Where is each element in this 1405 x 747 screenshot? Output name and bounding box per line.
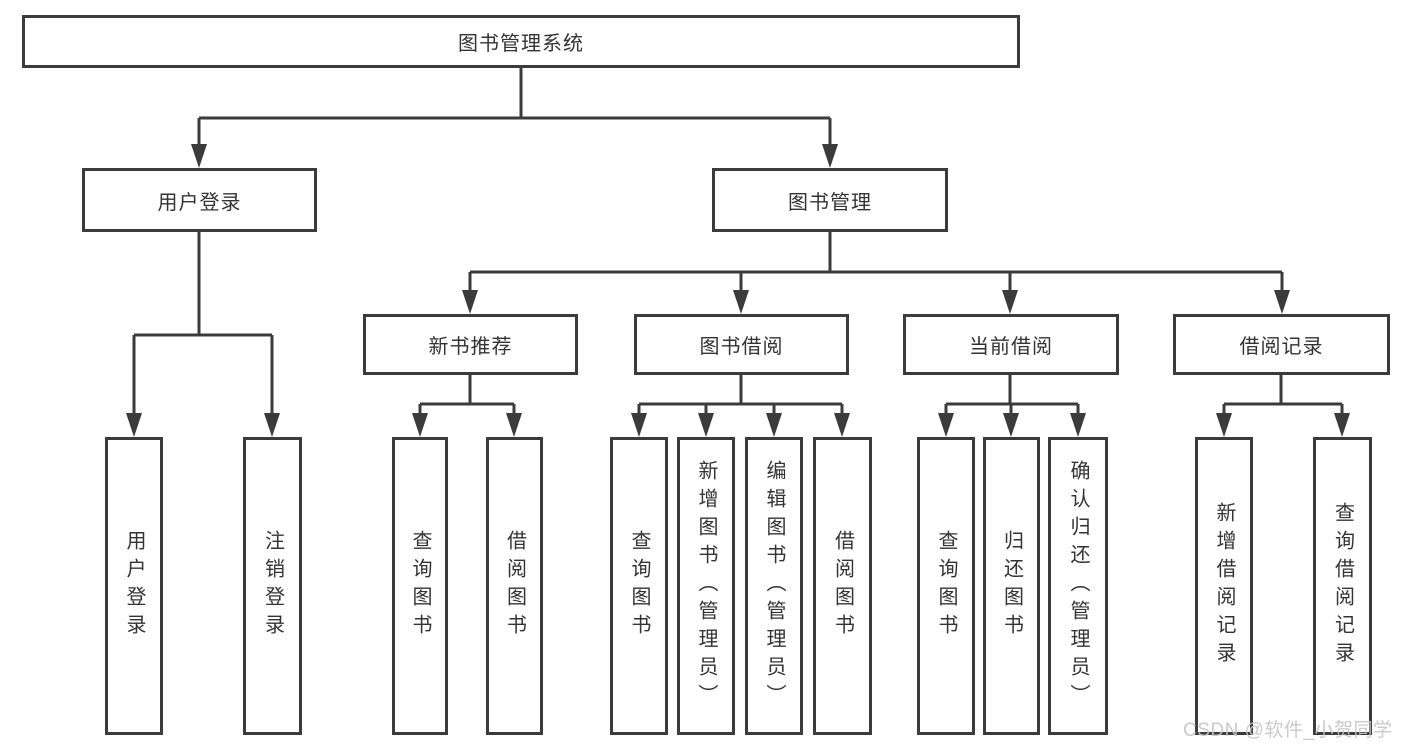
arrow-icon (698, 413, 714, 437)
leaf-borrowing-search-label: 查询图书 (628, 530, 650, 642)
node-book-mgmt: 图书管理 (712, 168, 948, 232)
arrow-icon (264, 413, 280, 437)
arrow-icon (191, 144, 207, 168)
arrow-icon (631, 413, 647, 437)
csdn-watermark: CSDN @软件_小贺同学 (1183, 720, 1393, 741)
leaf-current-return-label: 归还图书 (1000, 530, 1023, 642)
leaf-borrowing-add: 新增图书（管理员） (677, 437, 735, 735)
arrow-icon (1334, 413, 1350, 437)
arrow-icon (822, 144, 838, 168)
leaf-records-search: 查询借阅记录 (1313, 437, 1372, 735)
leaf-current-confirm: 确认归还（管理员） (1048, 437, 1108, 735)
node-root-label: 图书管理系统 (458, 33, 584, 55)
arrowheads (126, 144, 1350, 437)
arrow-icon (834, 413, 850, 437)
leaf-user-login-label: 用户登录 (123, 530, 145, 642)
leaf-borrowing-search: 查询图书 (610, 437, 668, 735)
arrow-icon (766, 413, 782, 437)
connector-newbooks-to-leaves (418, 375, 516, 417)
connector-paths (132, 68, 1344, 417)
connector-records-to-leaves (1222, 375, 1344, 417)
leaf-borrowing-borrow: 借阅图书 (813, 437, 872, 735)
leaf-borrowing-borrow-label: 借阅图书 (831, 530, 854, 642)
node-book-mgmt-label: 图书管理 (788, 191, 872, 214)
leaf-records-add-label: 新增借阅记录 (1213, 502, 1235, 670)
node-user-login-label: 用户登录 (157, 191, 242, 214)
connector-borrowing-to-leaves (637, 375, 844, 417)
leaf-current-confirm-label: 确认归还（管理员） (1067, 460, 1089, 712)
arrow-icon (1003, 413, 1019, 437)
leaf-records-search-label: 查询借阅记录 (1331, 502, 1354, 670)
leaf-newbooks-borrow-label: 借阅图书 (503, 530, 526, 642)
leaf-newbooks-search: 查询图书 (392, 437, 448, 735)
leaf-current-return: 归还图书 (983, 437, 1040, 735)
leaf-current-search: 查询图书 (917, 437, 975, 735)
leaf-user-login: 用户登录 (105, 437, 163, 735)
arrow-icon (412, 413, 428, 437)
node-new-books-label: 新书推荐 (428, 336, 513, 358)
leaf-current-search-label: 查询图书 (935, 530, 957, 642)
leaf-borrowing-edit-label: 编辑图书（管理员） (763, 460, 785, 712)
leaf-records-add: 新增借阅记录 (1195, 437, 1253, 735)
connector-bookmgmt-to-level3 (468, 232, 1284, 294)
leaf-logout: 注销登录 (243, 437, 302, 735)
leaf-newbooks-search-label: 查询图书 (409, 530, 431, 642)
node-new-books: 新书推荐 (363, 314, 578, 375)
arrow-icon (938, 413, 954, 437)
connector-userlogin-to-leaves (132, 232, 274, 417)
arrow-icon (126, 413, 142, 437)
arrow-icon (1002, 290, 1018, 314)
node-borrowing: 图书借阅 (634, 314, 849, 375)
connector-root-to-level2 (197, 68, 832, 148)
leaf-logout-label: 注销登录 (261, 530, 284, 642)
connector-current-to-leaves (944, 375, 1080, 417)
leaf-newbooks-borrow: 借阅图书 (486, 437, 543, 735)
node-root: 图书管理系统 (22, 15, 1020, 68)
arrow-icon (506, 413, 522, 437)
arrow-icon (1274, 290, 1290, 314)
arrow-icon (1070, 413, 1086, 437)
leaf-borrowing-edit: 编辑图书（管理员） (745, 437, 803, 735)
node-borrowing-label: 图书借阅 (699, 336, 784, 358)
node-user-login: 用户登录 (82, 168, 317, 232)
node-borrow-records-label: 借阅记录 (1239, 336, 1324, 358)
arrow-icon (462, 290, 478, 314)
node-current-borrow: 当前借阅 (903, 314, 1119, 375)
leaf-borrowing-add-label: 新增图书（管理员） (695, 460, 717, 712)
node-current-borrow-label: 当前借阅 (969, 336, 1053, 358)
arrow-icon (1216, 413, 1232, 437)
node-borrow-records: 借阅记录 (1173, 314, 1390, 375)
arrow-icon (733, 290, 749, 314)
